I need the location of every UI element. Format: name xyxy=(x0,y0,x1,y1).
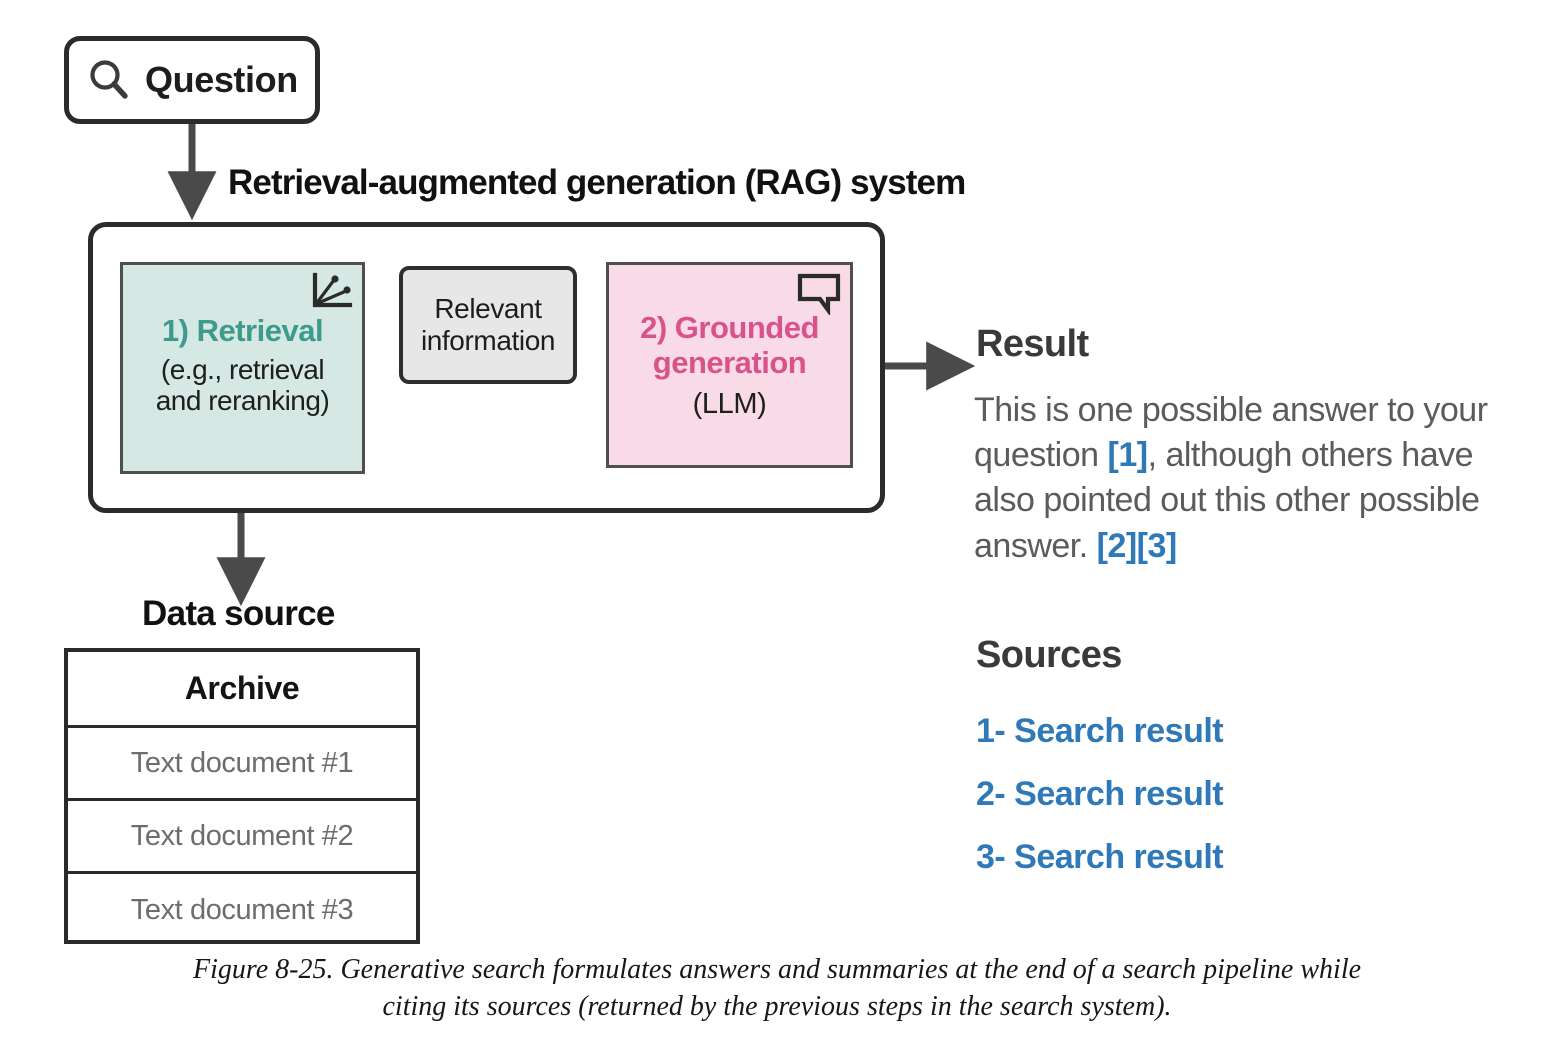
data-source-label: Data source xyxy=(142,594,335,633)
result-text-segment: This is one possible answer to your ques… xyxy=(974,391,1488,475)
citation-marker-1[interactable]: [1] xyxy=(1107,436,1149,475)
table-row[interactable]: Text document #3 xyxy=(68,874,416,947)
grounded-generation-title: 2) Grounded generation xyxy=(609,310,850,380)
archive-table: Archive Text document #1 Text document #… xyxy=(64,648,420,944)
figure-caption: Figure 8-25. Generative search formulate… xyxy=(192,954,1362,1022)
list-item[interactable]: 1- Search result xyxy=(976,712,1224,750)
question-label: Question xyxy=(145,59,298,100)
relevant-information-line2: information xyxy=(420,325,556,356)
list-item[interactable]: 3- Search result xyxy=(976,837,1224,876)
grounded-generation-title-line1: 2) Grounded xyxy=(640,310,819,345)
question-box[interactable]: Question xyxy=(64,36,320,124)
archive-document-label: Text document #1 xyxy=(130,746,354,779)
retrieval-subtitle: (e.g., retrieval and reranking) xyxy=(123,354,362,417)
relevant-information-line1: Relevant xyxy=(434,293,542,325)
retrieval-subtitle-line2: and reranking) xyxy=(155,384,330,416)
result-body-text: This is one possible answer to your ques… xyxy=(974,388,1522,569)
rag-system-title: Retrieval-augmented generation (RAG) sys… xyxy=(228,163,966,202)
archive-table-header: Archive xyxy=(68,652,416,728)
retrieval-stage-box[interactable]: 1) Retrieval (e.g., retrieval and rerank… xyxy=(120,262,365,474)
retrieval-title: 1) Retrieval xyxy=(161,313,324,348)
sources-list: 1- Search result 2- Search result 3- Sea… xyxy=(976,700,1496,889)
result-text-segment: , although others have also pointed out … xyxy=(974,436,1480,565)
grounded-generation-box[interactable]: 2) Grounded generation (LLM) xyxy=(606,262,853,468)
grounded-generation-subtitle: (LLM) xyxy=(692,388,767,421)
sources-heading: Sources xyxy=(976,634,1122,676)
archive-document-label: Text document #2 xyxy=(130,819,354,852)
citation-marker-2-3[interactable]: [2][3] xyxy=(1096,526,1178,565)
archive-document-label: Text document #3 xyxy=(130,894,354,926)
result-heading: Result xyxy=(976,323,1089,365)
search-icon xyxy=(87,58,131,102)
list-item[interactable]: 2- Search result xyxy=(976,774,1224,813)
grounded-generation-title-line2: generation xyxy=(652,344,807,380)
relevant-information-box[interactable]: Relevant information xyxy=(399,266,577,384)
retrieval-subtitle-line1: (e.g., retrieval xyxy=(160,353,325,385)
table-row[interactable]: Text document #1 xyxy=(68,728,416,801)
table-row[interactable]: Text document #2 xyxy=(68,801,416,874)
relevant-information-label: Relevant information xyxy=(420,293,556,356)
